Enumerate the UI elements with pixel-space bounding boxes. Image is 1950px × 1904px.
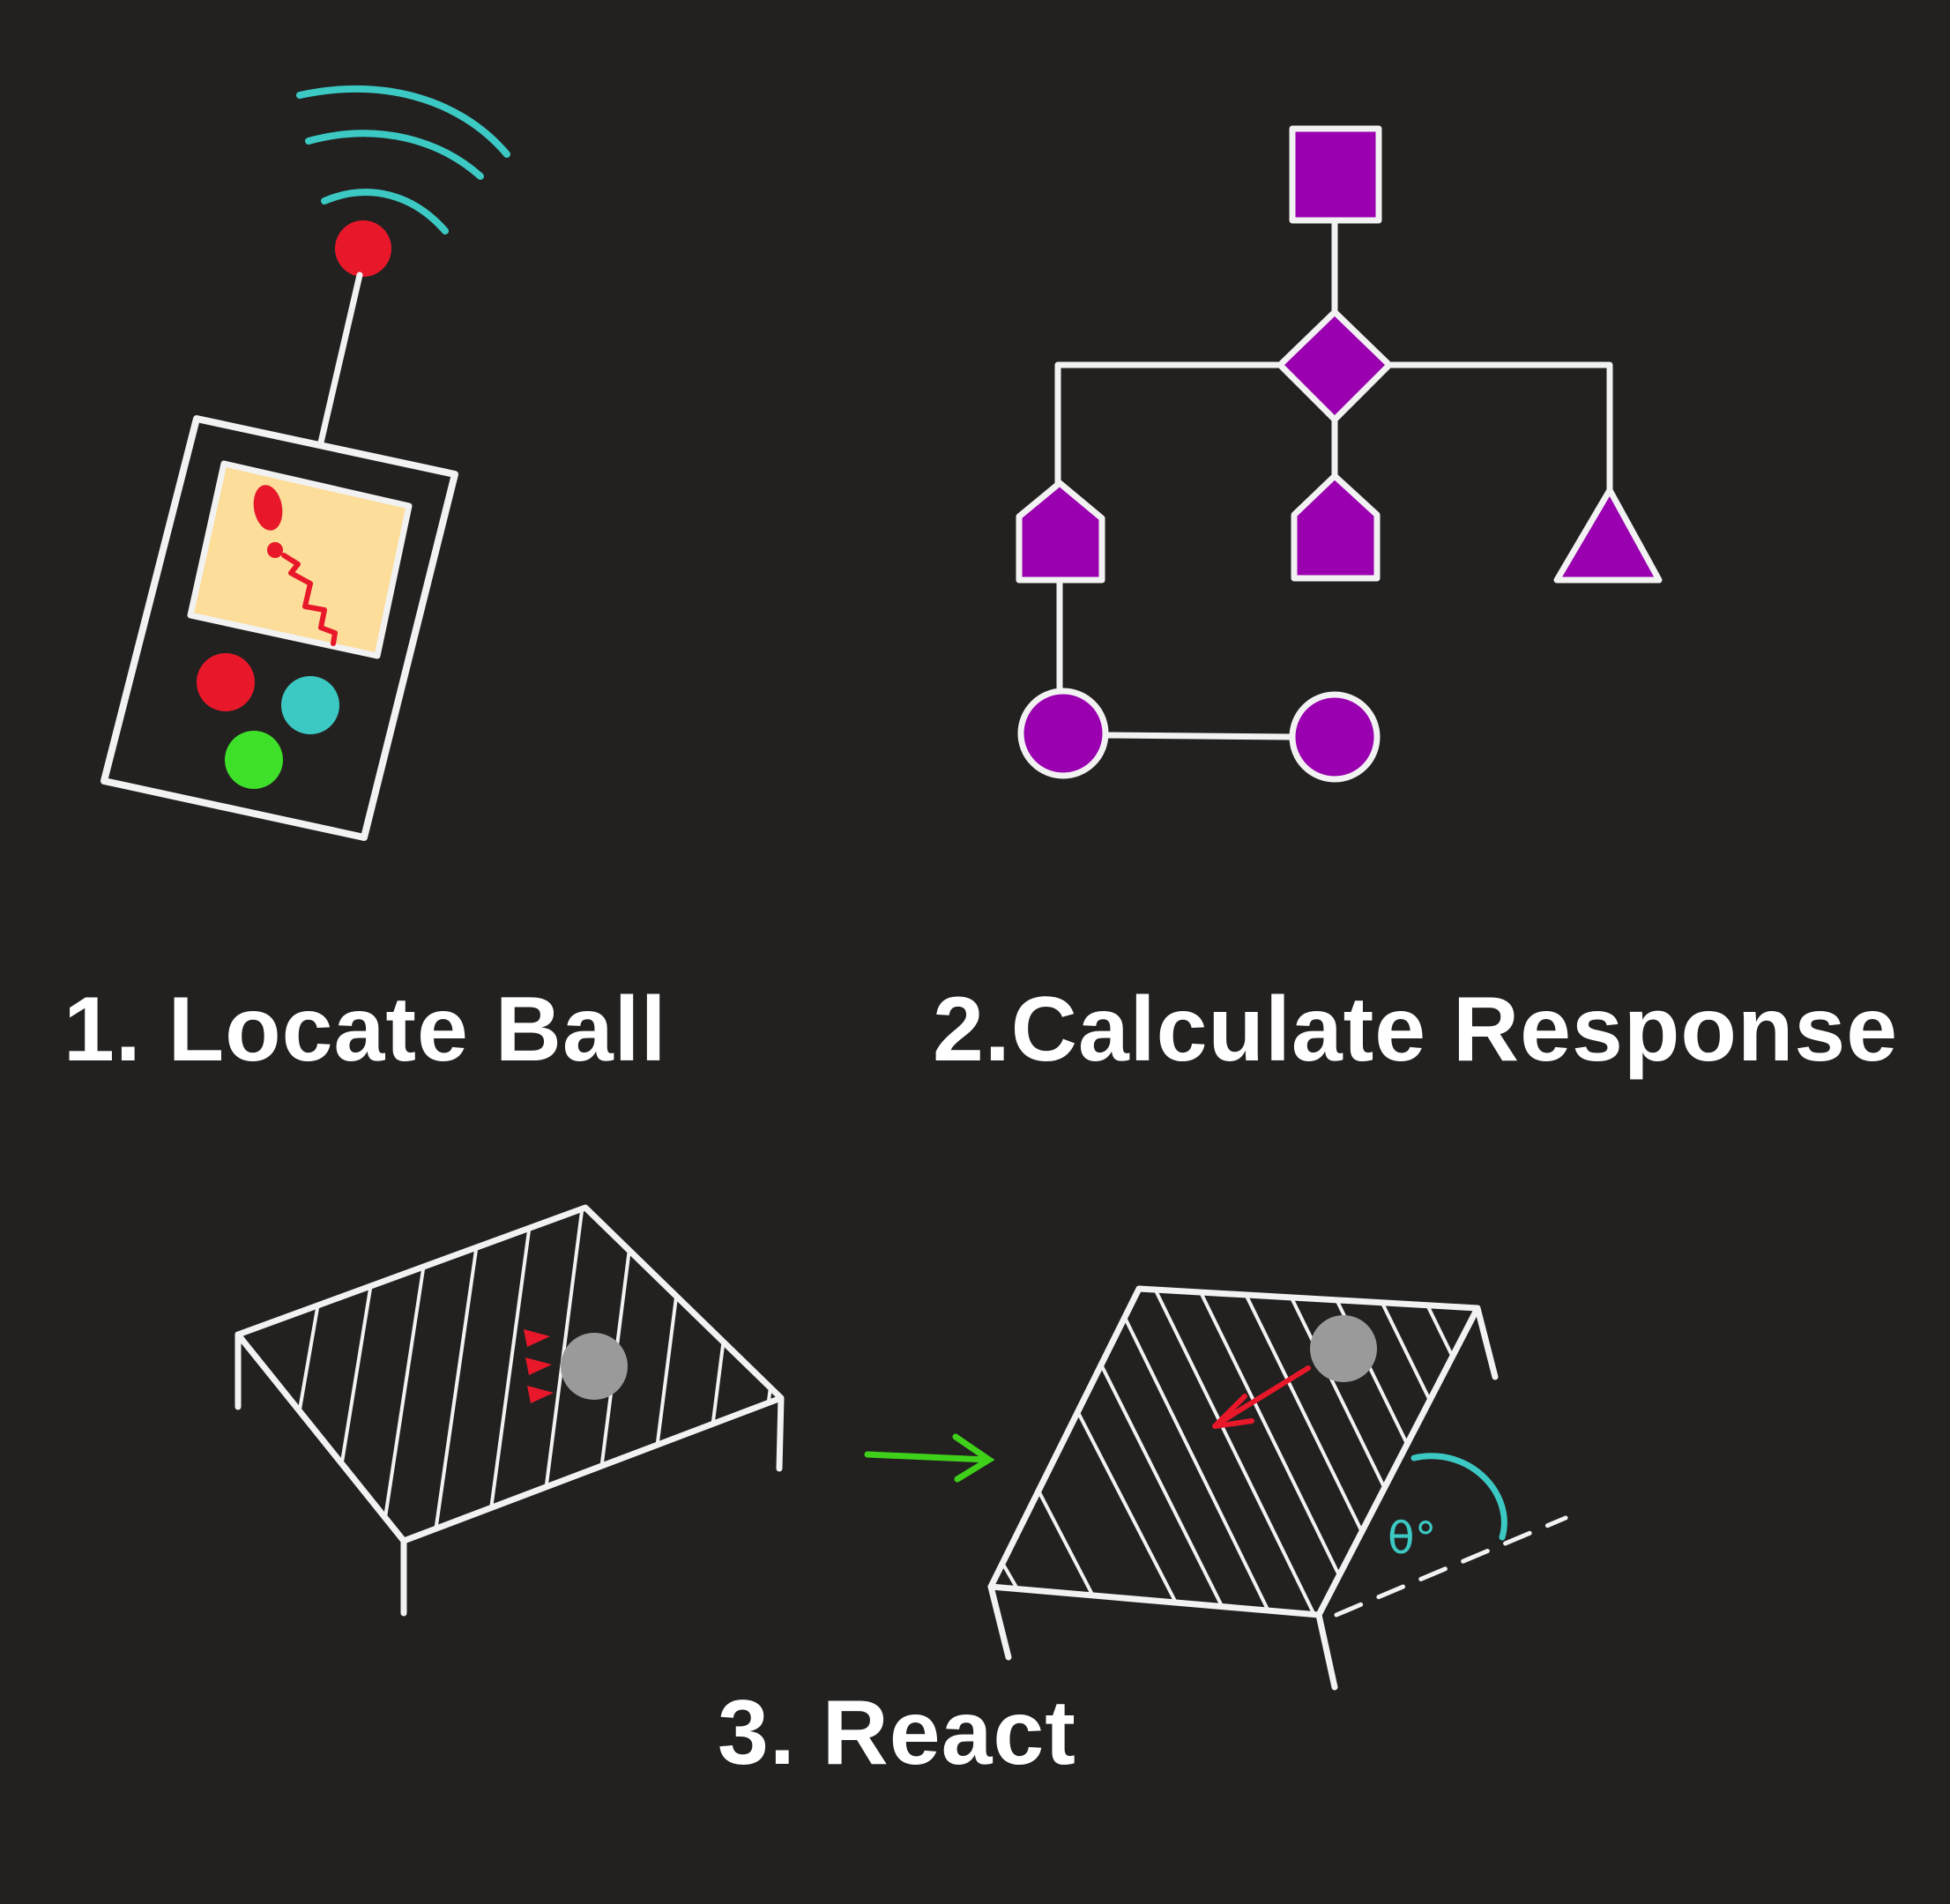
flow-circle-left: [1017, 688, 1109, 779]
transition-arrow-icon: [864, 1433, 995, 1483]
screen-path-icon: [253, 485, 338, 646]
tracker-device-icon: [100, 85, 510, 841]
step-3-label: 3. React: [718, 1682, 1076, 1784]
antenna-tip-icon: [335, 220, 391, 277]
flowchart-icon: [1016, 125, 1663, 783]
roll-arrow-icon: [1212, 1365, 1311, 1429]
ball-icon: [561, 1333, 628, 1400]
ball-icon-tilted: [1310, 1315, 1377, 1382]
angle-arc-icon: [1410, 1453, 1507, 1541]
red-button-icon: [197, 653, 255, 711]
flow-start-square: [1289, 125, 1382, 224]
step-2-label: 2.Calculate Response: [933, 978, 1899, 1081]
device-screen-icon: [187, 460, 413, 659]
table-flat-icon: [234, 1204, 785, 1617]
step-1-label: 1. Locate Ball: [63, 978, 667, 1081]
flow-pentagon-left: [1016, 480, 1105, 584]
teal-button-icon: [281, 676, 339, 734]
green-button-icon: [225, 731, 283, 789]
flow-pentagon-middle: [1291, 472, 1381, 582]
angle-label: θ°: [1388, 1513, 1437, 1564]
signal-waves-icon: [296, 85, 510, 234]
flow-circle-right: [1289, 691, 1381, 783]
antenna-icon: [317, 271, 363, 446]
motion-marks-icon: [524, 1329, 554, 1403]
device-body-icon: [100, 415, 458, 841]
flow-triangle: [1553, 487, 1663, 584]
ground-reference-line: [1334, 1515, 1568, 1618]
table-tilted-icon: θ°: [987, 1285, 1568, 1691]
flow-decision-diamond: [1276, 309, 1393, 423]
